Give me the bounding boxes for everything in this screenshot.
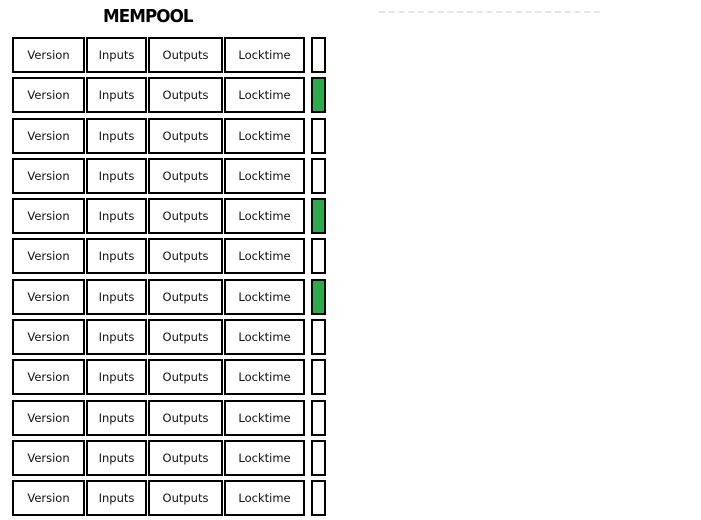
tx-field-locktime: Locktime <box>224 359 305 396</box>
tx-indicator-white <box>311 37 326 73</box>
tx-field-locktime: Locktime <box>224 37 305 73</box>
tx-indicator-white <box>311 157 326 194</box>
tx-indicator-white <box>311 238 326 275</box>
tx-field-version: Version <box>12 157 85 194</box>
tx-field-locktime: Locktime <box>224 278 305 315</box>
tx-field-inputs: Inputs <box>86 480 147 517</box>
tx-field-outputs: Outputs <box>148 77 223 114</box>
tx-indicator-white <box>311 439 326 476</box>
tx-field-locktime: Locktime <box>224 77 305 114</box>
page-title: MEMPOOL <box>103 6 194 27</box>
tx-field-outputs: Outputs <box>148 399 223 436</box>
tx-field-locktime: Locktime <box>224 198 305 235</box>
tx-field-version: Version <box>12 319 85 356</box>
tx-field-inputs: Inputs <box>86 77 147 114</box>
tx-field-inputs: Inputs <box>86 37 147 73</box>
tx-field-locktime: Locktime <box>224 157 305 194</box>
tx-field-locktime: Locktime <box>224 399 305 436</box>
tx-indicator-green <box>311 198 326 235</box>
tx-field-version: Version <box>12 238 85 275</box>
tx-indicator-white <box>311 399 326 436</box>
tx-field-inputs: Inputs <box>86 359 147 396</box>
tx-field-locktime: Locktime <box>224 319 305 356</box>
tx-field-version: Version <box>12 77 85 114</box>
tx-field-inputs: Inputs <box>86 117 147 154</box>
tx-field-inputs: Inputs <box>86 399 147 436</box>
tx-field-version: Version <box>12 37 85 73</box>
tx-field-outputs: Outputs <box>148 117 223 154</box>
tx-field-outputs: Outputs <box>148 238 223 275</box>
tx-field-inputs: Inputs <box>86 238 147 275</box>
tx-indicator-green <box>311 278 326 315</box>
tx-field-inputs: Inputs <box>86 198 147 235</box>
tx-field-version: Version <box>12 359 85 396</box>
dashed-divider-line <box>379 11 600 13</box>
tx-field-outputs: Outputs <box>148 480 223 517</box>
tx-field-outputs: Outputs <box>148 37 223 73</box>
tx-field-inputs: Inputs <box>86 439 147 476</box>
tx-field-version: Version <box>12 117 85 154</box>
tx-field-outputs: Outputs <box>148 439 223 476</box>
tx-field-version: Version <box>12 278 85 315</box>
tx-field-outputs: Outputs <box>148 157 223 194</box>
tx-field-outputs: Outputs <box>148 359 223 396</box>
tx-field-inputs: Inputs <box>86 278 147 315</box>
tx-indicator-white <box>311 117 326 154</box>
tx-field-outputs: Outputs <box>148 198 223 235</box>
tx-indicator-green <box>311 77 326 114</box>
tx-field-inputs: Inputs <box>86 319 147 356</box>
tx-indicator-white <box>311 319 326 356</box>
tx-field-version: Version <box>12 480 85 517</box>
tx-field-locktime: Locktime <box>224 238 305 275</box>
tx-field-outputs: Outputs <box>148 319 223 356</box>
tx-field-version: Version <box>12 198 85 235</box>
tx-field-locktime: Locktime <box>224 439 305 476</box>
tx-field-locktime: Locktime <box>224 117 305 154</box>
tx-field-outputs: Outputs <box>148 278 223 315</box>
tx-field-version: Version <box>12 439 85 476</box>
tx-field-version: Version <box>12 399 85 436</box>
tx-indicator-white <box>311 480 326 517</box>
tx-field-locktime: Locktime <box>224 480 305 517</box>
tx-field-inputs: Inputs <box>86 157 147 194</box>
tx-indicator-white <box>311 359 326 396</box>
